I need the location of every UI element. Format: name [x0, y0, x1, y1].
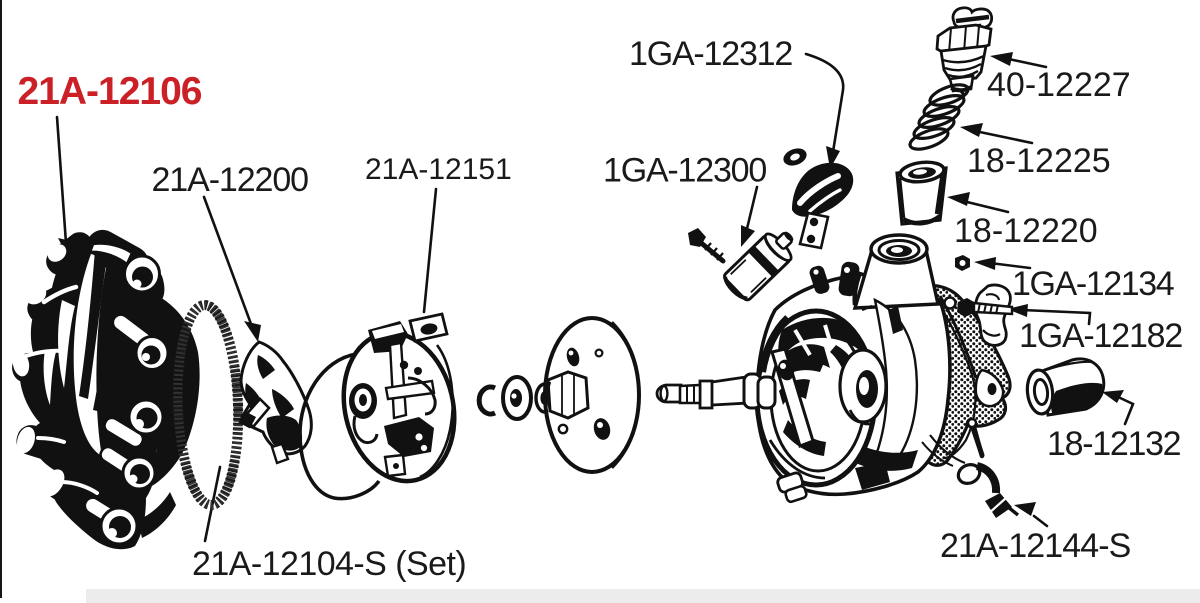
svg-text:21A-12200: 21A-12200 [152, 161, 309, 199]
svg-text:1GA-12300: 1GA-12300 [603, 152, 766, 190]
svg-text:18-12225: 18-12225 [967, 142, 1111, 180]
svg-text:21A-12106: 21A-12106 [18, 70, 202, 113]
svg-text:21A-12104-S (Set): 21A-12104-S (Set) [192, 545, 466, 583]
svg-text:1GA-12182: 1GA-12182 [1019, 317, 1182, 355]
svg-text:40-12227: 40-12227 [987, 66, 1131, 104]
svg-text:1GA-12312: 1GA-12312 [629, 35, 792, 73]
svg-text:1GA-12134: 1GA-12134 [1012, 265, 1174, 303]
svg-text:18-12220: 18-12220 [954, 212, 1098, 250]
svg-text:21A-12144-S: 21A-12144-S [940, 527, 1131, 565]
svg-text:18-12132: 18-12132 [1047, 425, 1181, 463]
svg-text:21A-12151: 21A-12151 [365, 153, 512, 186]
